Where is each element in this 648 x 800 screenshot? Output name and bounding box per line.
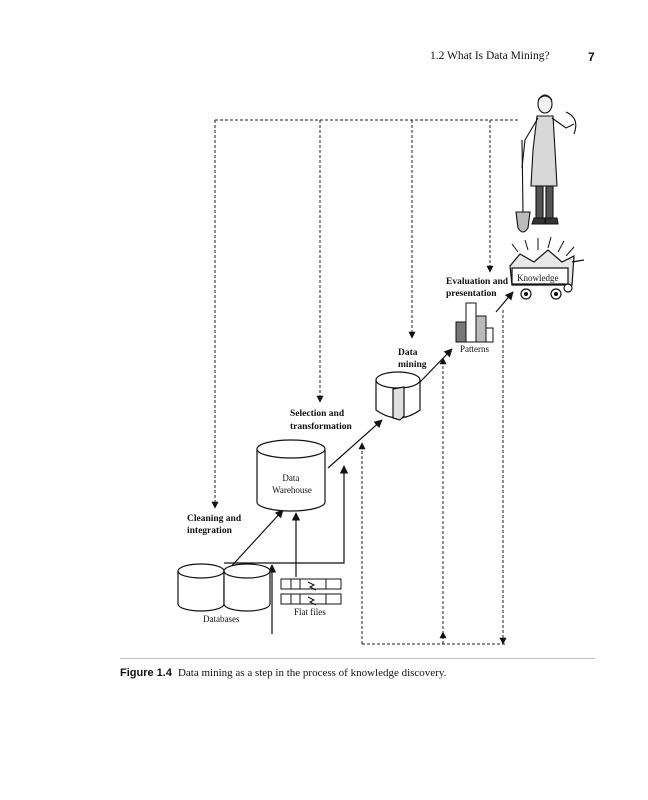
running-head: 1.2 What Is Data Mining? 7 [420, 50, 600, 66]
selection-transformation-label: Selection and transformation [290, 409, 352, 432]
page-number: 7 [588, 50, 595, 64]
figure-label: Figure 1.4 [120, 667, 172, 679]
knowledge-cart-icon [509, 249, 585, 300]
data-warehouse-icon [256, 439, 326, 512]
knowledge-label: Knowledge [517, 273, 559, 283]
caption-text: Data mining as a step in the process of … [177, 667, 447, 679]
patterns-icon [455, 302, 494, 343]
databases-icon [177, 563, 271, 612]
cleaning-integration-label: Cleaning and integration [187, 514, 244, 536]
caption-rule [120, 658, 595, 659]
section-title: 1.2 What Is Data Mining? [430, 50, 550, 62]
data-warehouse-label: Data Warehouse [272, 473, 312, 495]
evaluation-presentation-label: Evaluation and presentation [446, 277, 510, 299]
flat-files-label: Flat files [294, 607, 326, 617]
process-arrows [224, 291, 514, 634]
data-mining-label: Data mining [398, 348, 427, 370]
data-mining-icon [375, 371, 421, 421]
databases-label: Databases [203, 614, 240, 624]
feedback-loop-lines [211, 119, 520, 645]
sparkle-rays-icon [511, 236, 575, 257]
patterns-label: Patterns [460, 344, 489, 354]
figure-caption: Figure 1.4 Data mining as a step in the p… [120, 667, 600, 679]
flat-files-icon [280, 578, 342, 606]
miner-figure-icon [515, 94, 577, 233]
